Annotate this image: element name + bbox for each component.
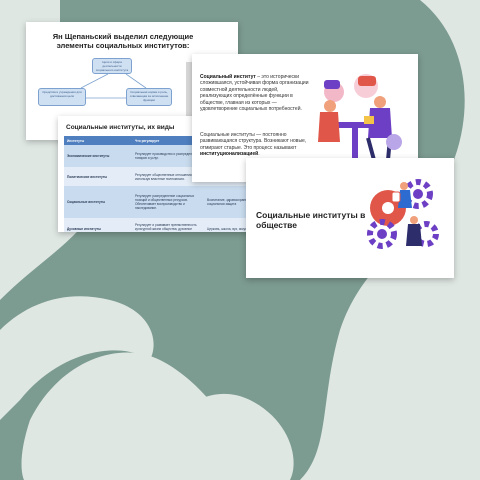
table-row: Социальные институты Регулирует распреде… bbox=[64, 186, 258, 218]
table-cell: Политические институты bbox=[64, 167, 132, 186]
table-cell: Церковь, школа, вуз, искусство bbox=[204, 218, 258, 232]
slide-title-social-institutions: Социальные институты в обществе bbox=[246, 158, 454, 278]
diagram-node-norms: Социальная норма и роль, отвечающая за и… bbox=[126, 88, 172, 106]
table-header: Институты bbox=[64, 136, 132, 145]
diagram-node-means: Средства и учреждения для достижения цел… bbox=[38, 88, 86, 106]
institutionalization-term: институционализацией bbox=[200, 151, 259, 158]
table-cell: Регулирует распределение социальных пози… bbox=[132, 186, 204, 218]
table-cell: Экономические институты bbox=[64, 145, 132, 167]
table-row: Духовные институты Регулирует и развивае… bbox=[64, 218, 258, 232]
definition-text: – это исторически сложившаяся, устойчива… bbox=[200, 74, 309, 113]
diagram-node-goals: Цели и сфера деятельности социального ин… bbox=[92, 58, 132, 74]
institutionalization-paragraph: Социальные институты — постоянно развива… bbox=[200, 132, 310, 158]
table-header: Что регулирует bbox=[132, 136, 204, 145]
table-cell: Регулирует производство и распределение … bbox=[132, 145, 204, 167]
meeting-illustration-icon bbox=[318, 74, 402, 161]
table-cell: Социальные институты bbox=[64, 186, 132, 218]
definition-paragraph: Социальный институт – это исторически сл… bbox=[200, 74, 310, 112]
paragraph-end: . bbox=[258, 151, 260, 158]
institutionalization-text: Социальные институты — постоянно развива… bbox=[200, 132, 307, 151]
table-cell: Регулирует общественные отношения, испол… bbox=[132, 167, 204, 186]
slide4-title: Социальные институты в обществе bbox=[256, 210, 366, 230]
table-cell: Регулирует и развивает преемственность к… bbox=[132, 218, 204, 232]
definition-term: Социальный институт bbox=[200, 74, 256, 80]
slide1-title: Ян Щепаньский выделил следующие элементы… bbox=[52, 32, 194, 50]
table-cell: Духовные институты bbox=[64, 218, 132, 232]
slide3-title: Социальные институты, их виды bbox=[66, 124, 175, 131]
gears-illustration-icon bbox=[367, 179, 439, 249]
